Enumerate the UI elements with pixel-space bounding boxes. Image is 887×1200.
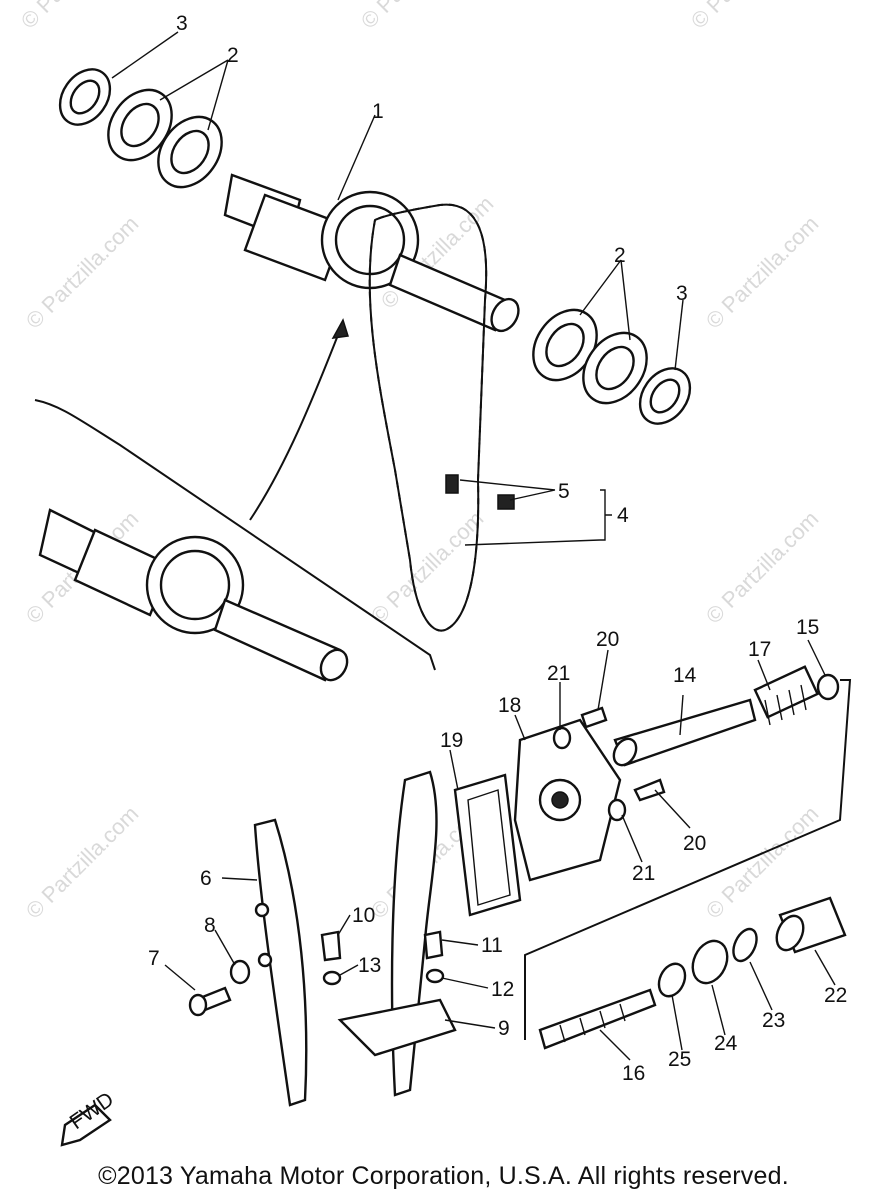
- watermark: © Partzilla.com: [366, 506, 489, 629]
- pointer-arrow: [249, 329, 341, 521]
- callout-19: 19: [440, 729, 463, 752]
- bolts-10-11: [320, 930, 444, 962]
- watermark: © Partzilla.com: [21, 211, 144, 334]
- callout-15: 15: [796, 616, 819, 639]
- washers-12-13: [322, 968, 445, 986]
- copyright-notice: ©2013 Yamaha Motor Corporation, U.S.A. A…: [98, 1162, 789, 1190]
- bearing-left-1: [107, 88, 173, 162]
- callout-labels: 1 2 3 2 3 4 5 6 7 8 9 10 11 12 13 14 15 …: [148, 12, 847, 1085]
- arrow-head: [331, 318, 349, 339]
- leader-lines: [111, 31, 836, 1061]
- callout-6: 6: [200, 867, 212, 890]
- callout-23: 23: [762, 1009, 785, 1032]
- bracket-9: [337, 998, 457, 1057]
- watermark: © Partzilla.com: [701, 506, 824, 629]
- callout-5: 5: [558, 480, 570, 503]
- callout-1: 1: [372, 100, 384, 123]
- watermark: © Partzilla.com: [16, 0, 139, 34]
- watermark: © Partzilla.com: [356, 0, 479, 34]
- callout-7: 7: [148, 947, 160, 970]
- washers-21: [552, 726, 627, 822]
- crankshaft-upper: [223, 173, 520, 333]
- callout-3: 3: [676, 282, 688, 305]
- bearing-left-2: [157, 115, 223, 189]
- cam-chain: [368, 203, 488, 632]
- watermark: © Partzilla.com: [701, 801, 824, 924]
- callout-9: 9: [498, 1017, 510, 1040]
- callout-8: 8: [204, 914, 216, 937]
- spring-17: [753, 665, 820, 726]
- tensioner-gasket: [453, 773, 522, 917]
- callout-13: 13: [358, 954, 381, 977]
- oil-seal-left: [58, 68, 112, 126]
- callout-12: 12: [491, 978, 514, 1001]
- nut-24: [691, 939, 729, 985]
- callout-14: 14: [673, 664, 697, 687]
- callout-22: 22: [824, 984, 847, 1007]
- watermark: © Partzilla.com: [701, 211, 824, 334]
- tensioner-body: [513, 718, 622, 882]
- callout-21: 21: [632, 862, 655, 885]
- callout-16: 16: [622, 1062, 645, 1085]
- chain-joint: [445, 474, 515, 510]
- divider-line: [34, 399, 436, 671]
- fwd-arrow-icon: FWD: [60, 1088, 118, 1147]
- callout-2: 2: [614, 244, 626, 267]
- spring-16: [538, 988, 657, 1050]
- bearing-right-2: [582, 331, 648, 405]
- callout-3: 3: [176, 12, 188, 35]
- bolt-7: [188, 986, 232, 1017]
- bearing-right-1: [532, 308, 598, 382]
- callout-20: 20: [596, 628, 619, 651]
- callout-24: 24: [714, 1032, 738, 1055]
- group-bracket: [524, 679, 852, 1040]
- bolts-20: [580, 706, 666, 802]
- callout-18: 18: [498, 694, 521, 717]
- push-rod: [612, 698, 757, 767]
- callout-4: 4: [617, 504, 629, 527]
- crankshaft-lower: [38, 508, 349, 682]
- cap-15: [816, 673, 840, 701]
- callout-25: 25: [668, 1048, 691, 1071]
- washer-8: [229, 959, 251, 985]
- chain-guide-6: [253, 818, 308, 1107]
- callout-2: 2: [227, 44, 239, 67]
- callout-20: 20: [683, 832, 706, 855]
- oring-23: [732, 927, 758, 963]
- callout-10: 10: [352, 904, 375, 927]
- callout-21: 21: [547, 662, 570, 685]
- cap-22: [775, 896, 847, 954]
- watermark: © Partzilla.com: [686, 0, 809, 34]
- watermark: © Partzilla.com: [21, 801, 144, 924]
- callout-11: 11: [481, 934, 503, 957]
- oil-seal-right: [638, 367, 692, 425]
- callout-17: 17: [748, 638, 771, 661]
- ring-25: [657, 962, 687, 998]
